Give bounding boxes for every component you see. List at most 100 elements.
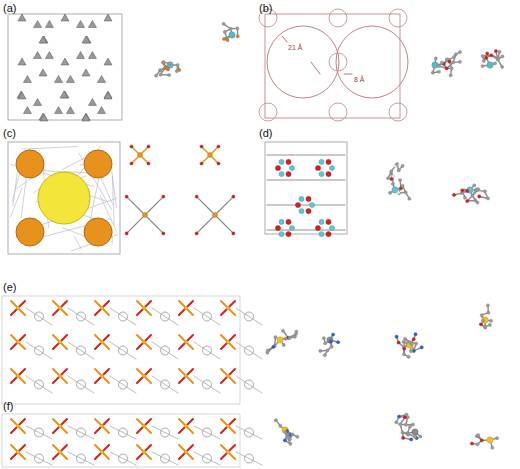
bond — [95, 445, 109, 459]
atom — [266, 351, 269, 354]
atom — [494, 49, 497, 52]
bond — [112, 176, 114, 225]
bond — [137, 445, 151, 459]
atom — [466, 189, 469, 192]
ring — [161, 454, 170, 463]
atom — [326, 171, 331, 176]
bond — [22, 147, 77, 150]
unit-cell-frame — [8, 142, 120, 254]
bond — [137, 419, 151, 433]
atom — [326, 159, 331, 164]
bond — [95, 445, 109, 459]
tetrahedra-network — [17, 14, 112, 121]
atom — [226, 340, 230, 344]
atom — [415, 342, 418, 345]
bond — [26, 342, 52, 359]
atom — [486, 197, 489, 200]
tetrahedron — [18, 58, 26, 65]
atom — [232, 195, 235, 198]
bond — [221, 335, 235, 349]
ring — [203, 312, 212, 321]
unit-cell-frame — [265, 14, 400, 118]
tetrahedron — [18, 92, 26, 99]
atom — [483, 190, 486, 193]
tetrahedron — [104, 58, 112, 65]
atom — [16, 340, 20, 344]
atom — [159, 69, 162, 72]
atom — [484, 326, 487, 329]
small-cage — [259, 103, 277, 121]
tetrahedron — [39, 69, 47, 76]
atom — [420, 346, 423, 349]
atom — [397, 169, 400, 172]
atom — [175, 70, 178, 73]
atom — [413, 436, 416, 439]
atom — [482, 317, 488, 323]
bond — [179, 369, 193, 383]
ring — [245, 454, 254, 463]
molecule-model — [395, 413, 422, 441]
bond — [194, 342, 220, 359]
dimension-label: 8 Å — [353, 76, 366, 84]
tetrahedron — [77, 52, 85, 59]
atom — [289, 442, 292, 445]
atom — [407, 355, 410, 358]
atom — [485, 56, 488, 59]
atom — [279, 219, 284, 224]
atom — [159, 73, 162, 76]
tetrahedron — [66, 107, 74, 114]
atom — [405, 413, 408, 416]
small-cage — [389, 103, 407, 121]
molecule-model — [222, 22, 239, 41]
atom — [437, 70, 440, 73]
atom — [284, 431, 287, 434]
atom — [401, 184, 404, 187]
bond — [11, 419, 25, 433]
atom — [142, 374, 146, 378]
atom — [289, 225, 294, 230]
ring — [161, 346, 170, 355]
bond — [194, 376, 220, 393]
atom — [329, 165, 334, 170]
tetrahedron — [82, 113, 90, 120]
atom — [402, 340, 405, 343]
atom — [399, 423, 402, 426]
atom — [142, 340, 146, 344]
atom — [404, 337, 407, 340]
atom — [299, 208, 304, 213]
atom — [463, 196, 466, 199]
tetrahedron — [66, 75, 74, 82]
bond — [68, 426, 94, 439]
tetrahedron — [104, 91, 112, 98]
ring — [203, 454, 212, 463]
atom — [480, 439, 483, 442]
bond — [179, 301, 193, 315]
atom — [236, 35, 239, 38]
bond — [11, 335, 25, 349]
atom — [286, 231, 291, 236]
molecule-model — [479, 304, 492, 329]
atom — [291, 433, 294, 436]
atom — [501, 55, 504, 58]
bond — [197, 215, 215, 233]
bond — [145, 215, 163, 233]
large-pore — [38, 172, 90, 224]
atom — [279, 159, 284, 164]
atom — [448, 60, 451, 63]
bond — [11, 301, 25, 315]
atom — [401, 431, 404, 434]
atom — [315, 225, 320, 230]
atom — [159, 68, 162, 71]
atom — [142, 424, 146, 428]
atom — [402, 353, 405, 356]
tetrahedron — [60, 91, 68, 98]
atom — [482, 59, 485, 62]
bond — [11, 369, 25, 383]
atom — [481, 54, 484, 57]
atom — [16, 424, 20, 428]
atom — [486, 304, 489, 307]
bond — [95, 369, 109, 383]
atom — [58, 450, 62, 454]
bond — [26, 426, 52, 439]
bond — [127, 215, 145, 233]
